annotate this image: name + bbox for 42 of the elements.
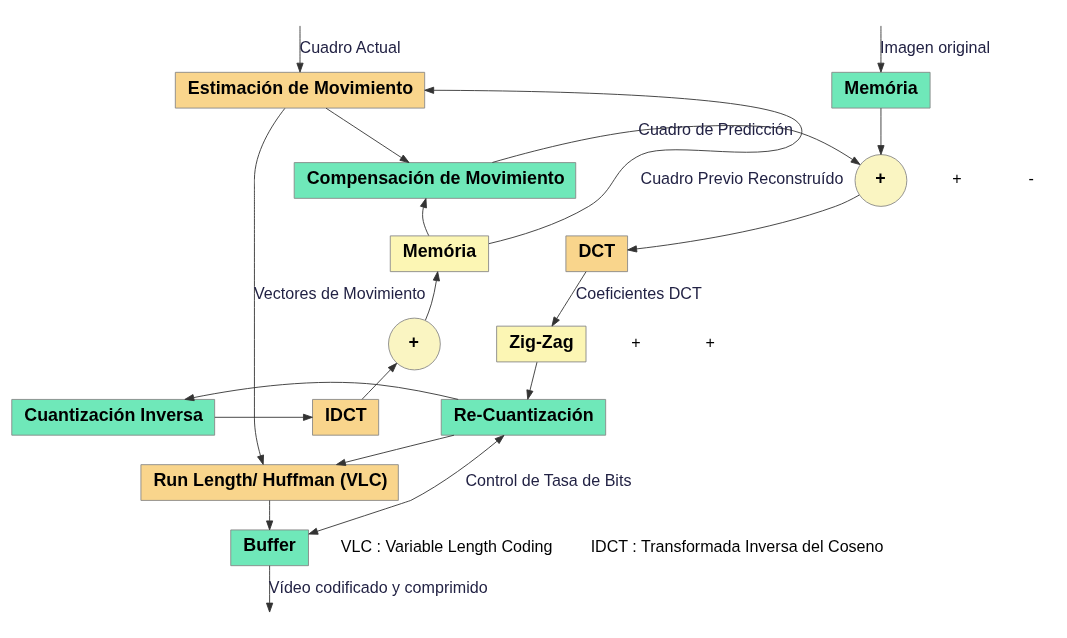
label: - — [1028, 169, 1034, 188]
node-box: Memória — [831, 71, 931, 109]
node-box: Memória — [389, 235, 490, 273]
edge-label: Coeficientes DCT — [575, 283, 702, 302]
label: IDCT : Transformada Inversa del Coseno — [590, 536, 884, 555]
arrow — [627, 194, 860, 253]
label: VLC : Variable Length Coding — [340, 536, 553, 555]
arrow — [254, 107, 286, 465]
node-box: DCT — [565, 235, 628, 273]
edge-label: Control de Tasa de Bits — [465, 471, 632, 490]
edge-label: Cuadro Previo Reconstruído — [640, 169, 844, 188]
arrow — [877, 107, 885, 155]
edge-label: Imagen original — [880, 38, 990, 57]
arrow — [296, 25, 304, 73]
arrow — [214, 413, 313, 421]
node-box: Estimación de Movimiento — [174, 71, 426, 109]
arrow — [425, 271, 440, 321]
node-box: Buffer — [230, 529, 309, 567]
arrow — [551, 271, 587, 327]
arrow — [491, 125, 861, 165]
arrow — [266, 500, 274, 531]
arrow — [325, 107, 410, 164]
arrow — [424, 86, 803, 245]
node-box: IDCT — [312, 398, 380, 436]
node-box: Re-Cuantización — [440, 398, 607, 436]
node-circle: + — [854, 154, 908, 207]
arrow — [266, 565, 274, 613]
node-box: Compensación de Movimiento — [293, 162, 577, 199]
node-box: Zig-Zag — [496, 325, 587, 363]
node-box: Cuantización Inversa — [11, 398, 216, 436]
label: + — [952, 169, 962, 188]
arrow — [308, 434, 505, 535]
arrow — [361, 362, 398, 400]
label: + — [631, 332, 641, 351]
node-box: Run Length/ Huffman (VLC) — [140, 464, 399, 501]
arrow — [420, 198, 430, 236]
edge-label: Cuadro Actual — [299, 38, 401, 57]
arrow — [184, 381, 459, 402]
arrow — [526, 361, 538, 400]
arrow — [336, 434, 455, 466]
arrow — [877, 25, 885, 73]
label: + — [705, 332, 715, 351]
